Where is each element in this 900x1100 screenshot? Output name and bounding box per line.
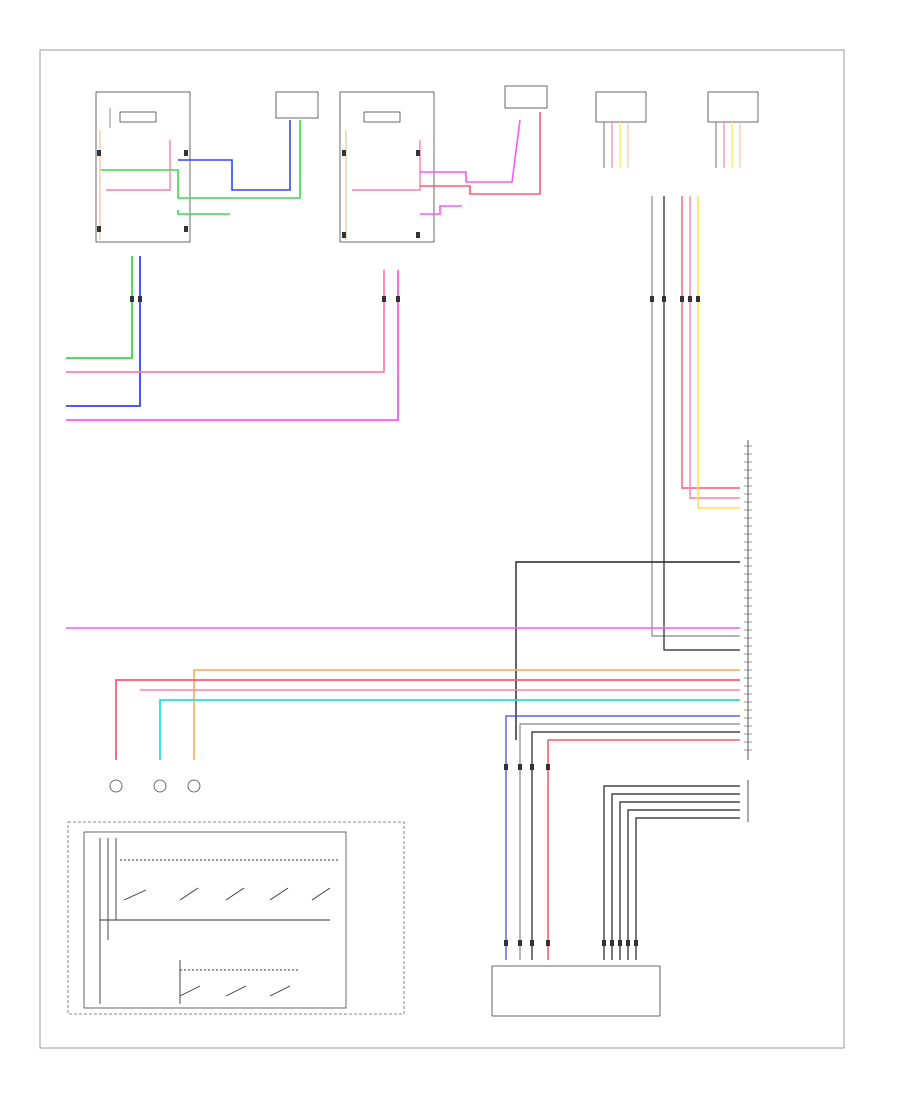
wire-blue-down — [66, 256, 141, 407]
wire-green-2 — [177, 210, 230, 215]
wire-black-module — [531, 731, 740, 960]
wire-yellow-vert — [697, 196, 740, 509]
wire-gray-module — [519, 723, 740, 960]
wire-pink-2 — [352, 140, 421, 191]
wire-blue-1 — [178, 120, 291, 191]
wire-pink-1 — [106, 140, 171, 191]
steering-switch-internals — [99, 838, 340, 1004]
left-front-tweeter-assembly — [504, 85, 548, 109]
left-front-speaker-assembly — [339, 91, 435, 243]
steering-lock-module-box — [491, 965, 661, 1017]
rear-connector-1-wires — [603, 122, 629, 168]
wire-gray-vert — [651, 196, 740, 637]
wire-pink-down — [66, 270, 385, 373]
rear-speaker-connector-2 — [707, 91, 759, 123]
rear-connector-2-wires — [715, 122, 741, 168]
right-front-speaker-assembly — [95, 91, 191, 243]
wire-black-long — [515, 561, 740, 740]
right-front-tweeter-assembly — [275, 91, 319, 119]
wire-red-module — [547, 739, 740, 960]
wire-black-bundle — [603, 785, 740, 960]
pin-markers — [97, 150, 700, 946]
steering-switch-connectors — [109, 779, 201, 793]
rear-speaker-connector-1 — [595, 91, 647, 123]
wire-orange-steer — [193, 669, 740, 760]
wire-red-1 — [420, 112, 541, 195]
wire-green-1 — [100, 120, 301, 199]
wire-cyan-steer — [159, 699, 740, 760]
radio-receiver-pin-ticks — [744, 445, 752, 751]
wire-green-down — [66, 256, 133, 359]
wire-magenta-1 — [420, 119, 521, 183]
wire-red-steer — [115, 679, 740, 760]
wire-black-vert — [663, 196, 740, 651]
diagram-frame — [39, 49, 845, 1049]
wire-magenta-down — [66, 270, 399, 421]
wire-red-vert — [681, 196, 740, 489]
wire-magenta-2 — [420, 205, 462, 215]
steering-switch-assembly-box — [67, 821, 405, 1015]
wire-blue-module — [505, 715, 740, 960]
steering-switch-inner-box — [83, 831, 347, 1009]
